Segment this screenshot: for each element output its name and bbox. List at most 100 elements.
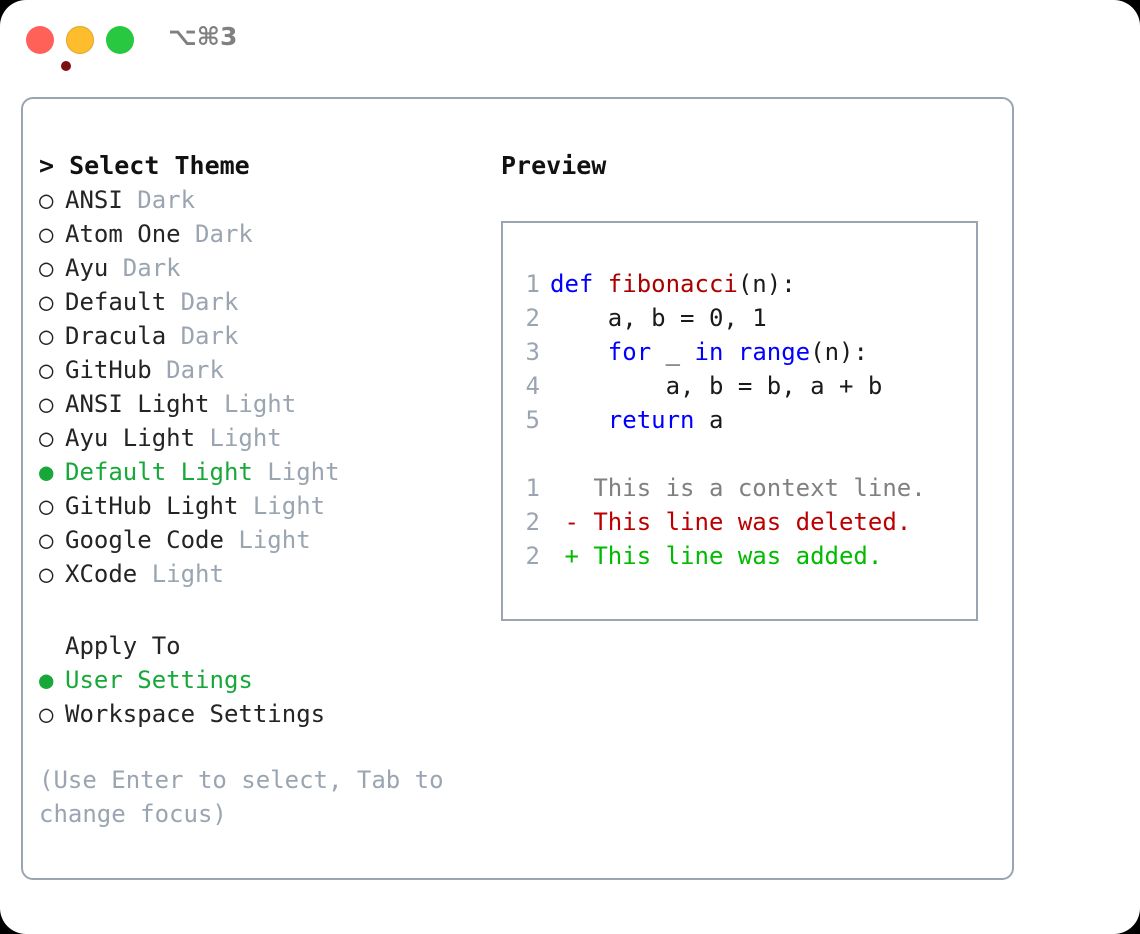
- radio-unselected-icon: ○: [39, 220, 54, 248]
- line-number: 1: [525, 474, 540, 502]
- radio-unselected-icon: ○: [39, 700, 54, 728]
- code-token: def: [550, 270, 608, 298]
- maximize-window-button[interactable]: [106, 26, 134, 54]
- radio-unselected-icon: ○: [39, 390, 54, 418]
- content-panel: > Select Theme ○ANSI Dark○Atom One Dark○…: [21, 97, 1014, 880]
- code-token: + This line was added.: [550, 542, 883, 570]
- theme-selector-column: > Select Theme ○ANSI Dark○Atom One Dark○…: [39, 149, 489, 831]
- code-token: a, b = 0, 1: [550, 304, 767, 332]
- theme-mode-badge: Dark: [166, 322, 239, 350]
- theme-mode-badge: Dark: [180, 220, 253, 248]
- theme-mode-badge: Dark: [166, 288, 239, 316]
- radio-unselected-icon: ○: [39, 492, 54, 520]
- theme-mode-badge: Light: [252, 458, 340, 486]
- theme-option[interactable]: ○ Default Dark: [39, 285, 489, 319]
- minimize-window-button[interactable]: [66, 26, 94, 54]
- theme-option[interactable]: ● Default Light Light: [39, 455, 489, 489]
- line-number: 3: [525, 338, 540, 366]
- code-line: 5 return a: [518, 403, 972, 437]
- line-number: 2: [525, 542, 540, 570]
- select-theme-header: > Select Theme: [39, 151, 250, 180]
- theme-name: Google Code: [65, 526, 224, 554]
- radio-unselected-icon: ○: [39, 288, 54, 316]
- theme-name: GitHub Light: [65, 492, 239, 520]
- apply-to-option-label: User Settings: [65, 666, 253, 694]
- theme-mode-badge: Light: [195, 424, 282, 452]
- code-diff-separator: [518, 437, 972, 471]
- code-token: - This line was deleted.: [550, 508, 912, 536]
- radio-selected-icon: ●: [39, 666, 54, 694]
- theme-name: ANSI Light: [65, 390, 210, 418]
- code-token: [550, 338, 608, 366]
- theme-option[interactable]: ○ GitHub Light Light: [39, 489, 489, 523]
- code-line: 3 for _ in range(n):: [518, 335, 972, 369]
- theme-option[interactable]: ○ GitHub Dark: [39, 353, 489, 387]
- radio-unselected-icon: ○: [39, 254, 54, 282]
- theme-name: Default Light: [65, 458, 253, 486]
- apply-to-section: Apply To ● User Settings ○ Workspace Settin…: [39, 629, 489, 731]
- theme-option[interactable]: ○XCode Light: [39, 557, 489, 591]
- radio-unselected-icon: ○: [39, 424, 54, 452]
- title-bar: ⌥⌘3: [0, 0, 1140, 78]
- code-token: (n):: [810, 338, 868, 366]
- theme-mode-badge: Dark: [108, 254, 181, 282]
- radio-unselected-icon: ○: [39, 322, 54, 350]
- code-token: _: [651, 338, 695, 366]
- code-token: a, b = b, a + b: [550, 372, 883, 400]
- diff-line: 2 + This line was added.: [518, 539, 972, 573]
- theme-mode-badge: Light: [238, 492, 326, 520]
- theme-option[interactable]: ○ANSI Dark: [39, 183, 489, 217]
- diff-line: 2 - This line was deleted.: [518, 505, 972, 539]
- line-number: 1: [525, 270, 540, 298]
- radio-selected-icon: ●: [39, 458, 54, 486]
- line-number: 4: [525, 372, 540, 400]
- theme-name: XCode: [65, 560, 138, 588]
- keyboard-shortcut-label: ⌥⌘3: [168, 22, 238, 51]
- close-window-button[interactable]: [26, 26, 71, 71]
- theme-mode-badge: Light: [209, 390, 297, 418]
- code-token: a: [694, 406, 724, 434]
- code-token: in: [694, 338, 724, 366]
- code-token: (n):: [737, 270, 796, 298]
- preview-title: Preview: [501, 151, 607, 180]
- theme-option[interactable]: ○ Atom One Dark: [39, 217, 489, 251]
- code-token: [550, 406, 608, 434]
- apply-to-options[interactable]: ● User Settings ○ Workspace Settings: [39, 663, 489, 731]
- keyboard-hint-text: (Use Enter to select, Tab to change focu…: [39, 766, 444, 828]
- line-number: 5: [525, 406, 540, 434]
- code-token: range: [737, 338, 811, 366]
- close-icon: [61, 61, 71, 71]
- radio-unselected-icon: ○: [39, 560, 54, 588]
- theme-option[interactable]: ○Google Code Light: [39, 523, 489, 557]
- line-number: 2: [525, 304, 540, 332]
- line-number: 2: [525, 508, 540, 536]
- code-line: 2 a, b = 0, 1: [518, 301, 972, 335]
- theme-option[interactable]: ○ ANSI Light Light: [39, 387, 489, 421]
- radio-unselected-icon: ○: [39, 526, 54, 554]
- theme-name: Dracula: [65, 322, 167, 350]
- radio-unselected-icon: ○: [39, 186, 54, 214]
- apply-to-option[interactable]: ● User Settings: [39, 663, 489, 697]
- theme-option[interactable]: ○ Ayu Light Light: [39, 421, 489, 455]
- code-line: 4 a, b = b, a + b: [518, 369, 972, 403]
- theme-name: ANSI: [65, 186, 123, 214]
- theme-option[interactable]: ○Ayu Dark: [39, 251, 489, 285]
- code-token: [723, 338, 737, 366]
- apply-to-label: Apply To: [65, 632, 181, 660]
- code-token: This is a context line.: [550, 474, 926, 502]
- theme-name: Ayu Light: [65, 424, 196, 452]
- theme-name: GitHub: [65, 356, 152, 384]
- apply-to-option-label: Workspace Settings: [65, 700, 326, 728]
- theme-option[interactable]: ○ Dracula Dark: [39, 319, 489, 353]
- radio-unselected-icon: ○: [39, 356, 54, 384]
- apply-to-option[interactable]: ○ Workspace Settings: [39, 697, 489, 731]
- theme-list[interactable]: ○ANSI Dark○Atom One Dark○Ayu Dark○Defaul…: [39, 183, 489, 591]
- theme-name: Default: [65, 288, 167, 316]
- theme-mode-badge: Dark: [151, 356, 224, 384]
- theme-name: Atom One: [65, 220, 181, 248]
